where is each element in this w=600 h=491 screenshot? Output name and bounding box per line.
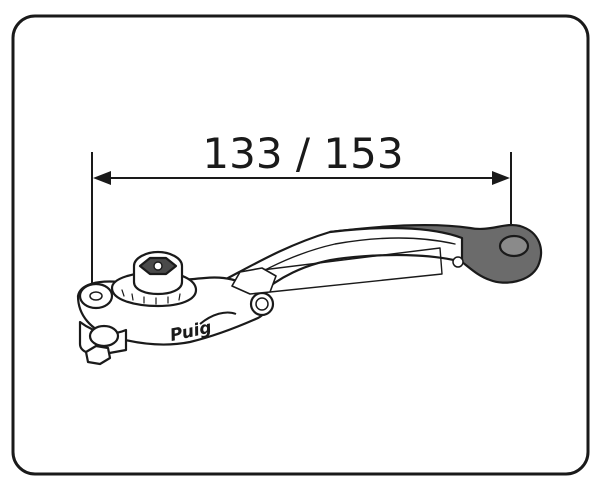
adjuster-knob-center	[153, 261, 163, 271]
lever-tip-pin	[452, 256, 464, 268]
pivot-pin	[88, 324, 120, 348]
brake-lever-illustration	[76, 223, 543, 366]
pivot-nut	[84, 344, 112, 366]
arrow-left-icon	[93, 171, 111, 185]
lever-tip-eyelet	[498, 234, 530, 258]
hinge-bolt-inner	[255, 297, 269, 311]
adjuster-scale	[121, 289, 181, 305]
brand-logo-swoosh	[199, 311, 237, 325]
lever-blade	[226, 226, 464, 298]
fold-joint	[231, 267, 277, 295]
arrow-right-icon	[492, 171, 510, 185]
lever-blade-highlight	[239, 237, 456, 285]
dimension-label: 133 / 153	[202, 129, 403, 178]
pivot-bore	[89, 291, 103, 301]
